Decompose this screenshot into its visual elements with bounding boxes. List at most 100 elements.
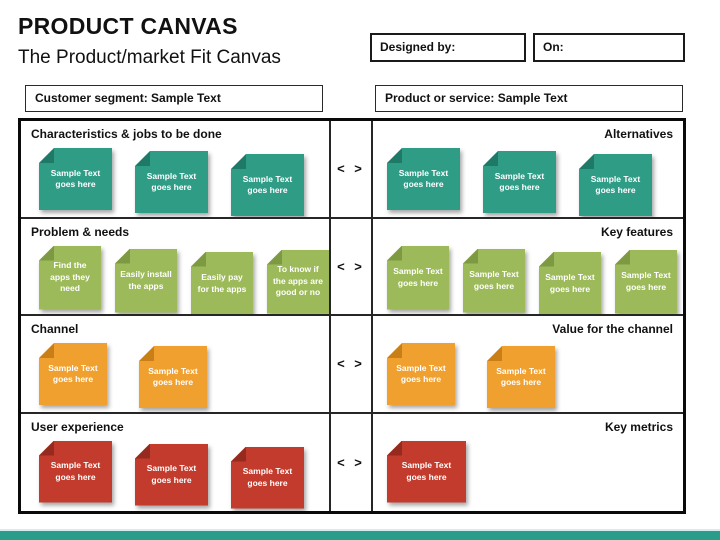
sticky-note-text: Sample Text goes here: [393, 266, 443, 288]
sticky-note-text: Sample Text goes here: [469, 269, 519, 291]
sticky-note-body: Sample Text goes here: [39, 343, 107, 405]
sticky-note-body: Sample Text goes here: [463, 248, 525, 313]
designed-on-field[interactable]: On:: [533, 33, 685, 62]
sticky-note-body: Easily install the apps: [115, 248, 177, 313]
sticky-note-text: Find the apps they need: [50, 260, 90, 294]
sticky-note[interactable]: Sample Text goes here: [231, 154, 304, 216]
sticky-note[interactable]: Easily pay for the apps: [191, 251, 253, 315]
sticky-note-text: Sample Text goes here: [496, 365, 546, 387]
section-label: Alternatives: [604, 127, 673, 141]
swap-arrows-icon: < >: [337, 356, 365, 372]
swap-cell: < >: [331, 316, 373, 414]
sticky-note-body: Sample Text goes here: [39, 440, 112, 503]
sticky-note-text: Easily install the apps: [120, 269, 172, 291]
section-label: Problem & needs: [31, 224, 130, 239]
sticky-note-text: Sample Text goes here: [398, 167, 449, 189]
sticky-note-body: Sample Text goes here: [387, 440, 466, 503]
swap-arrows-icon: < >: [337, 454, 365, 470]
section-label: Value for the channel: [552, 322, 673, 336]
sticky-note-text: Sample Text goes here: [48, 362, 98, 384]
sticky-note[interactable]: Sample Text goes here: [463, 248, 525, 313]
notes-group: Sample Text goes here Sample Text goes he…: [39, 440, 329, 509]
sticky-note[interactable]: Sample Text goes here: [135, 151, 208, 213]
sticky-note[interactable]: Sample Text goes here: [387, 148, 460, 210]
sticky-note-body: Sample Text goes here: [483, 151, 556, 213]
sticky-note-body: Sample Text goes here: [231, 446, 304, 509]
product-service-field[interactable]: Product or service: Sample Text: [375, 85, 683, 112]
sticky-note-text: Sample Text goes here: [494, 170, 545, 192]
sticky-note-text: Sample Text goes here: [148, 365, 198, 387]
sticky-note[interactable]: To know if the apps are good or no: [267, 249, 329, 314]
section-label: Key metrics: [604, 419, 673, 434]
sticky-note[interactable]: Sample Text goes here: [387, 440, 466, 503]
sticky-note-text: Sample Text goes here: [401, 460, 452, 482]
sticky-note-body: Sample Text goes here: [487, 346, 555, 408]
sticky-note-body: Sample Text goes here: [39, 148, 112, 210]
footer-bar: [0, 531, 720, 540]
section-label: Key features: [600, 224, 673, 239]
sticky-note[interactable]: Sample Text goes here: [539, 251, 601, 315]
sticky-note-text: Sample Text goes here: [242, 466, 293, 488]
notes-group: Sample Text goes here Sample Text goes he…: [387, 148, 683, 216]
sticky-note[interactable]: Sample Text goes here: [39, 440, 112, 503]
swap-cell: < >: [331, 413, 373, 511]
sticky-note-text: Easily pay for the apps: [197, 272, 247, 294]
sticky-note-text: To know if the apps are good or no: [272, 264, 324, 298]
sticky-note-body: Sample Text goes here: [387, 148, 460, 210]
sticky-note-body: Sample Text goes here: [387, 245, 449, 310]
sticky-note[interactable]: Sample Text goes here: [231, 446, 304, 509]
notes-group: Sample Text goes here Sample Text goes he…: [387, 343, 683, 408]
customer-segment-field[interactable]: Customer segment: Sample Text: [25, 85, 323, 112]
sticky-note-body: Easily pay for the apps: [191, 251, 253, 315]
notes-group: Sample Text goes here Sample Text goes he…: [387, 245, 683, 315]
sticky-note-body: Sample Text goes here: [539, 251, 601, 315]
sticky-note[interactable]: Easily install the apps: [115, 248, 177, 313]
sticky-note[interactable]: Find the apps they need: [39, 245, 101, 310]
swap-arrows-icon: < >: [337, 258, 365, 274]
sticky-note-text: Sample Text goes here: [242, 173, 293, 195]
sticky-note-body: Sample Text goes here: [579, 154, 652, 216]
sticky-note-text: Sample Text goes here: [590, 173, 641, 195]
sticky-note-body: Sample Text goes here: [135, 443, 208, 506]
sticky-note-body: Find the apps they need: [39, 245, 101, 310]
sticky-note-body: Sample Text goes here: [387, 343, 455, 405]
sticky-note[interactable]: Sample Text goes here: [579, 154, 652, 216]
sticky-note[interactable]: Sample Text goes here: [135, 443, 208, 506]
sticky-note[interactable]: Sample Text goes here: [387, 343, 455, 405]
swap-arrows-icon: < >: [337, 161, 365, 177]
section-label: Characteristics & jobs to be done: [31, 127, 222, 141]
sticky-note[interactable]: Sample Text goes here: [39, 343, 107, 405]
notes-group: Find the apps they need Easily install th…: [39, 245, 329, 315]
sticky-note[interactable]: Sample Text goes here: [139, 346, 207, 408]
sticky-note[interactable]: Sample Text goes here: [387, 245, 449, 310]
notes-group: Sample Text goes here Sample Text goes he…: [39, 343, 329, 408]
sticky-note-body: Sample Text goes here: [135, 151, 208, 213]
sticky-note-text: Sample Text goes here: [396, 362, 446, 384]
sticky-note-body: Sample Text goes here: [615, 249, 677, 314]
section-label: User experience: [31, 419, 124, 434]
on-label: On:: [543, 40, 564, 54]
sticky-note-text: Sample Text goes here: [50, 167, 101, 189]
sticky-note-text: Sample Text goes here: [146, 463, 197, 485]
designed-by-field[interactable]: Designed by:: [370, 33, 526, 62]
page-subtitle: The Product/market Fit Canvas: [18, 47, 281, 68]
sticky-note[interactable]: Sample Text goes here: [39, 148, 112, 210]
sticky-note-text: Sample Text goes here: [146, 170, 197, 192]
notes-group: Sample Text goes here: [387, 440, 683, 503]
sticky-note-body: Sample Text goes here: [231, 154, 304, 216]
sticky-note-text: Sample Text goes here: [50, 460, 101, 482]
sticky-note[interactable]: Sample Text goes here: [615, 249, 677, 314]
designed-by-label: Designed by:: [380, 40, 456, 54]
sticky-note-text: Sample Text goes here: [545, 272, 595, 294]
sticky-note[interactable]: Sample Text goes here: [487, 346, 555, 408]
notes-group: Sample Text goes here Sample Text goes he…: [39, 148, 329, 216]
sticky-note[interactable]: Sample Text goes here: [483, 151, 556, 213]
